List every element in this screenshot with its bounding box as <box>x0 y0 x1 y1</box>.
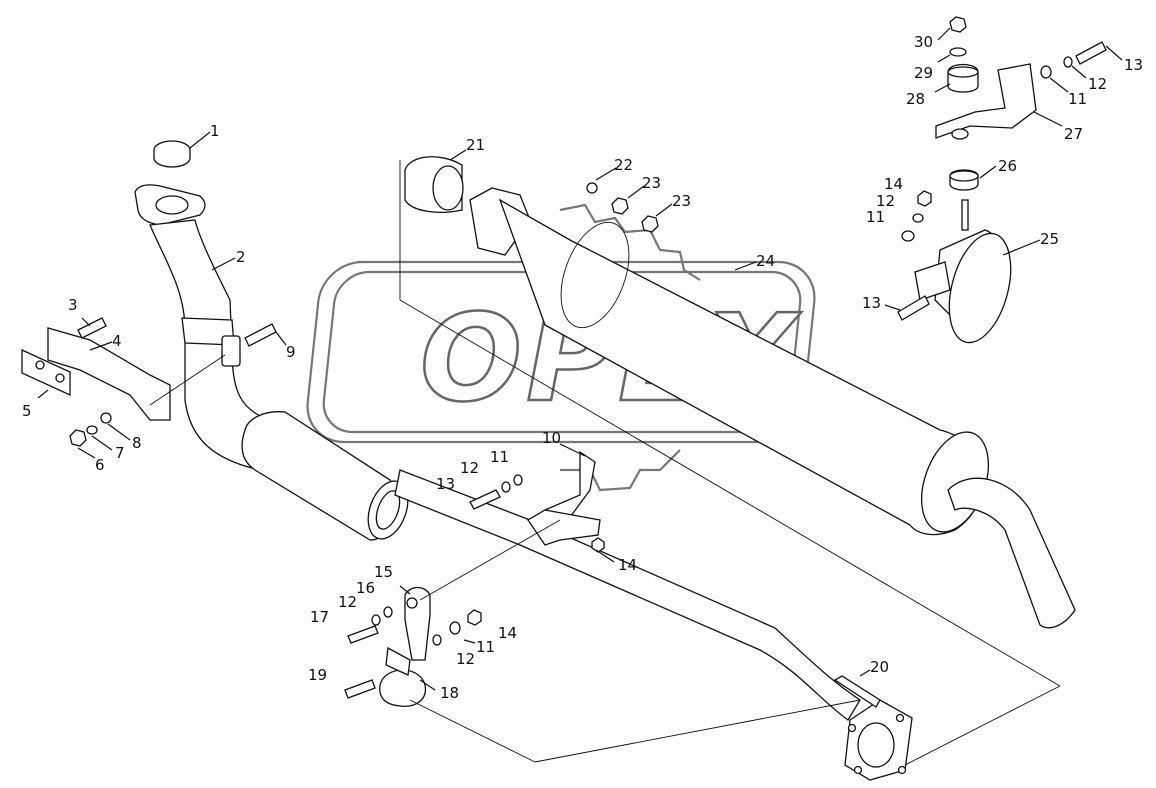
hanger-15-group <box>344 586 482 707</box>
callout-15: 15 <box>374 563 393 581</box>
assembly-lines <box>149 160 1061 766</box>
callout-25: 25 <box>1040 230 1059 248</box>
callout-12b: 12 <box>338 593 357 611</box>
callout-18: 18 <box>440 684 459 702</box>
bolt-part-3 <box>77 317 107 339</box>
callout-2: 2 <box>236 248 246 266</box>
nut-part-14a <box>591 537 605 553</box>
callout-26: 26 <box>998 157 1017 175</box>
callout-6: 6 <box>95 456 105 474</box>
callout-8: 8 <box>132 434 142 452</box>
callout-27: 27 <box>1064 125 1083 143</box>
callout-3: 3 <box>68 296 78 314</box>
washer-part-11c <box>1040 65 1052 79</box>
washer-part-12b <box>371 614 381 626</box>
callout-14c: 14 <box>884 175 903 193</box>
rear-muffler-assembly <box>404 156 1076 629</box>
bolt-part-9 <box>244 323 277 347</box>
callout-20: 20 <box>870 658 889 676</box>
clamp-part-18 <box>379 669 427 707</box>
callout-12e: 12 <box>876 192 895 210</box>
bolt-part-19 <box>344 679 376 699</box>
callout-19: 19 <box>308 666 327 684</box>
hanger-bracket-part-10 <box>527 450 596 546</box>
washer-part-22 <box>586 182 598 194</box>
callout-11a: 11 <box>490 448 509 466</box>
callout-13b: 13 <box>1124 56 1143 74</box>
callout-13c: 13 <box>862 294 881 312</box>
washer-part-12a <box>501 481 511 493</box>
nut-part-14b <box>467 609 482 626</box>
callout-22: 22 <box>614 156 633 174</box>
callout-5: 5 <box>22 402 32 420</box>
callout-23a: 23 <box>642 174 661 192</box>
washer-part-12c <box>432 634 442 646</box>
tail-pipe <box>947 477 1076 629</box>
callout-14a: 14 <box>618 556 637 574</box>
callout-29: 29 <box>914 64 933 82</box>
washer-part-11d <box>901 230 915 242</box>
callout-10: 10 <box>542 429 561 447</box>
callout-30: 30 <box>914 33 933 51</box>
band-ring <box>560 221 630 329</box>
bolt-part-17 <box>347 625 379 644</box>
callout-23b: 23 <box>672 192 691 210</box>
washer-part-8 <box>100 412 112 424</box>
callout-1: 1 <box>210 122 220 140</box>
callout-11c: 11 <box>1068 90 1087 108</box>
right-hanger-assembly <box>897 16 1107 344</box>
callout-4: 4 <box>112 332 122 350</box>
hanger-bracket-10-group <box>469 450 605 553</box>
callout-12d: 12 <box>1088 75 1107 93</box>
callout-labels: 1 2 3 4 5 6 7 8 9 10 11 12 13 14 15 16 1… <box>22 33 1143 702</box>
callout-13a: 13 <box>436 475 455 493</box>
rubber-hanger-part-15 <box>404 586 431 661</box>
bracket-part-4 <box>47 327 171 421</box>
callout-7: 7 <box>115 444 125 462</box>
leader-lines <box>37 27 1123 691</box>
callout-12a: 12 <box>460 459 479 477</box>
washer-part-29 <box>949 47 967 57</box>
washer-part-16 <box>383 606 393 618</box>
callout-11d: 11 <box>866 208 885 226</box>
plate-part-5 <box>21 348 71 397</box>
washer-part-11a <box>513 474 523 486</box>
front-pipe-assembly <box>21 140 277 471</box>
front-muffler <box>241 411 913 781</box>
callout-16: 16 <box>356 579 375 597</box>
callout-21: 21 <box>466 136 485 154</box>
callout-12c: 12 <box>456 650 475 668</box>
callout-14b: 14 <box>498 624 517 642</box>
washer-part-12d <box>1063 56 1073 68</box>
callout-9: 9 <box>286 343 296 361</box>
callout-11b: 11 <box>476 638 495 656</box>
bolt-part-13a <box>469 489 501 510</box>
bolt-part-13b <box>1075 41 1107 65</box>
callout-24: 24 <box>756 252 775 270</box>
nut-part-30 <box>949 16 967 33</box>
nut-part-23a <box>611 197 629 215</box>
washer-part-11b <box>449 621 461 635</box>
middle-pipe <box>394 469 861 721</box>
washer-part-7 <box>86 425 98 435</box>
nut-part-6 <box>69 429 87 447</box>
bolt-part-13c <box>897 295 930 321</box>
bolt-part-20 <box>833 675 881 708</box>
nut-part-14c <box>917 190 932 207</box>
callout-17: 17 <box>310 608 329 626</box>
callout-28: 28 <box>906 90 925 108</box>
washer-part-12e <box>912 213 924 223</box>
nut-part-23b <box>641 215 659 233</box>
